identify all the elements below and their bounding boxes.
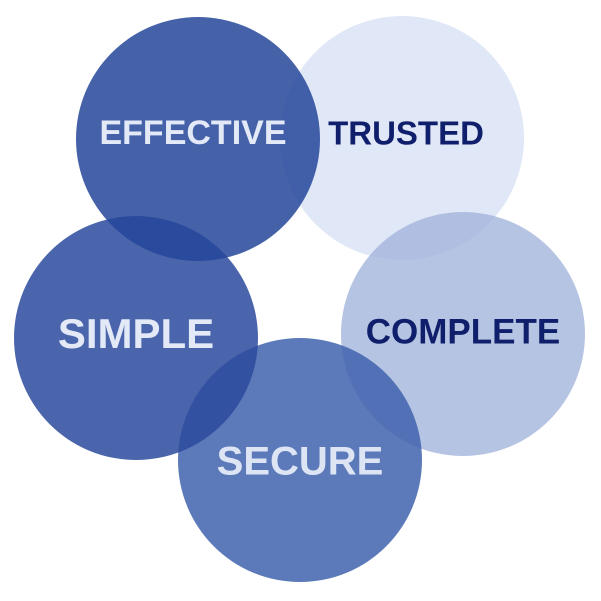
label-secure: SECURE — [217, 440, 384, 484]
circle-effective — [76, 17, 320, 261]
label-complete: COMPLETE — [366, 312, 560, 351]
label-effective: EFFECTIVE — [99, 114, 286, 152]
label-simple: SIMPLE — [58, 310, 214, 357]
label-trusted: TRUSTED — [328, 115, 484, 152]
circle-trusted — [280, 16, 524, 260]
circle-simple — [14, 216, 258, 460]
